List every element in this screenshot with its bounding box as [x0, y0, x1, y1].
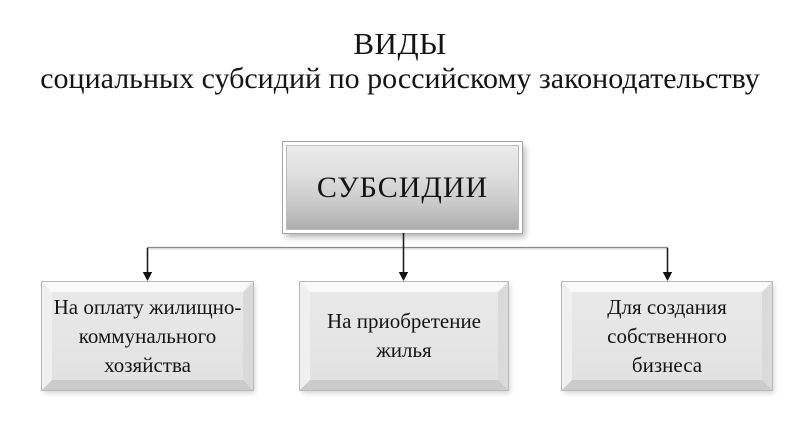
slide-title: ВИДЫ социальных субсидий по российскому …: [0, 26, 800, 96]
diagram-root-box-subsidies: СУБСИДИИ: [282, 141, 523, 234]
arrow-down-center-icon: [398, 272, 409, 281]
title-line-1: ВИДЫ: [353, 26, 447, 61]
title-line-2: социальных субсидий по российскому закон…: [40, 62, 760, 95]
diagram-child-box-housing-purchase: На приобретение жилья: [299, 281, 509, 391]
arrow-down-left-icon: [142, 272, 153, 281]
child-box-label: Для создания собственного бизнеса: [607, 294, 727, 377]
diagram-child-box-own-business: Для создания собственного бизнеса: [561, 281, 773, 391]
diagram-child-box-housing-utilities: На оплату жилищно- коммунального хозяйст…: [41, 281, 254, 391]
arrow-down-right-icon: [662, 272, 673, 281]
child-box-label: На оплату жилищно- коммунального хозяйст…: [53, 294, 242, 377]
root-box-label: СУБСИДИИ: [316, 170, 489, 204]
child-box-label: На приобретение жилья: [326, 309, 481, 362]
